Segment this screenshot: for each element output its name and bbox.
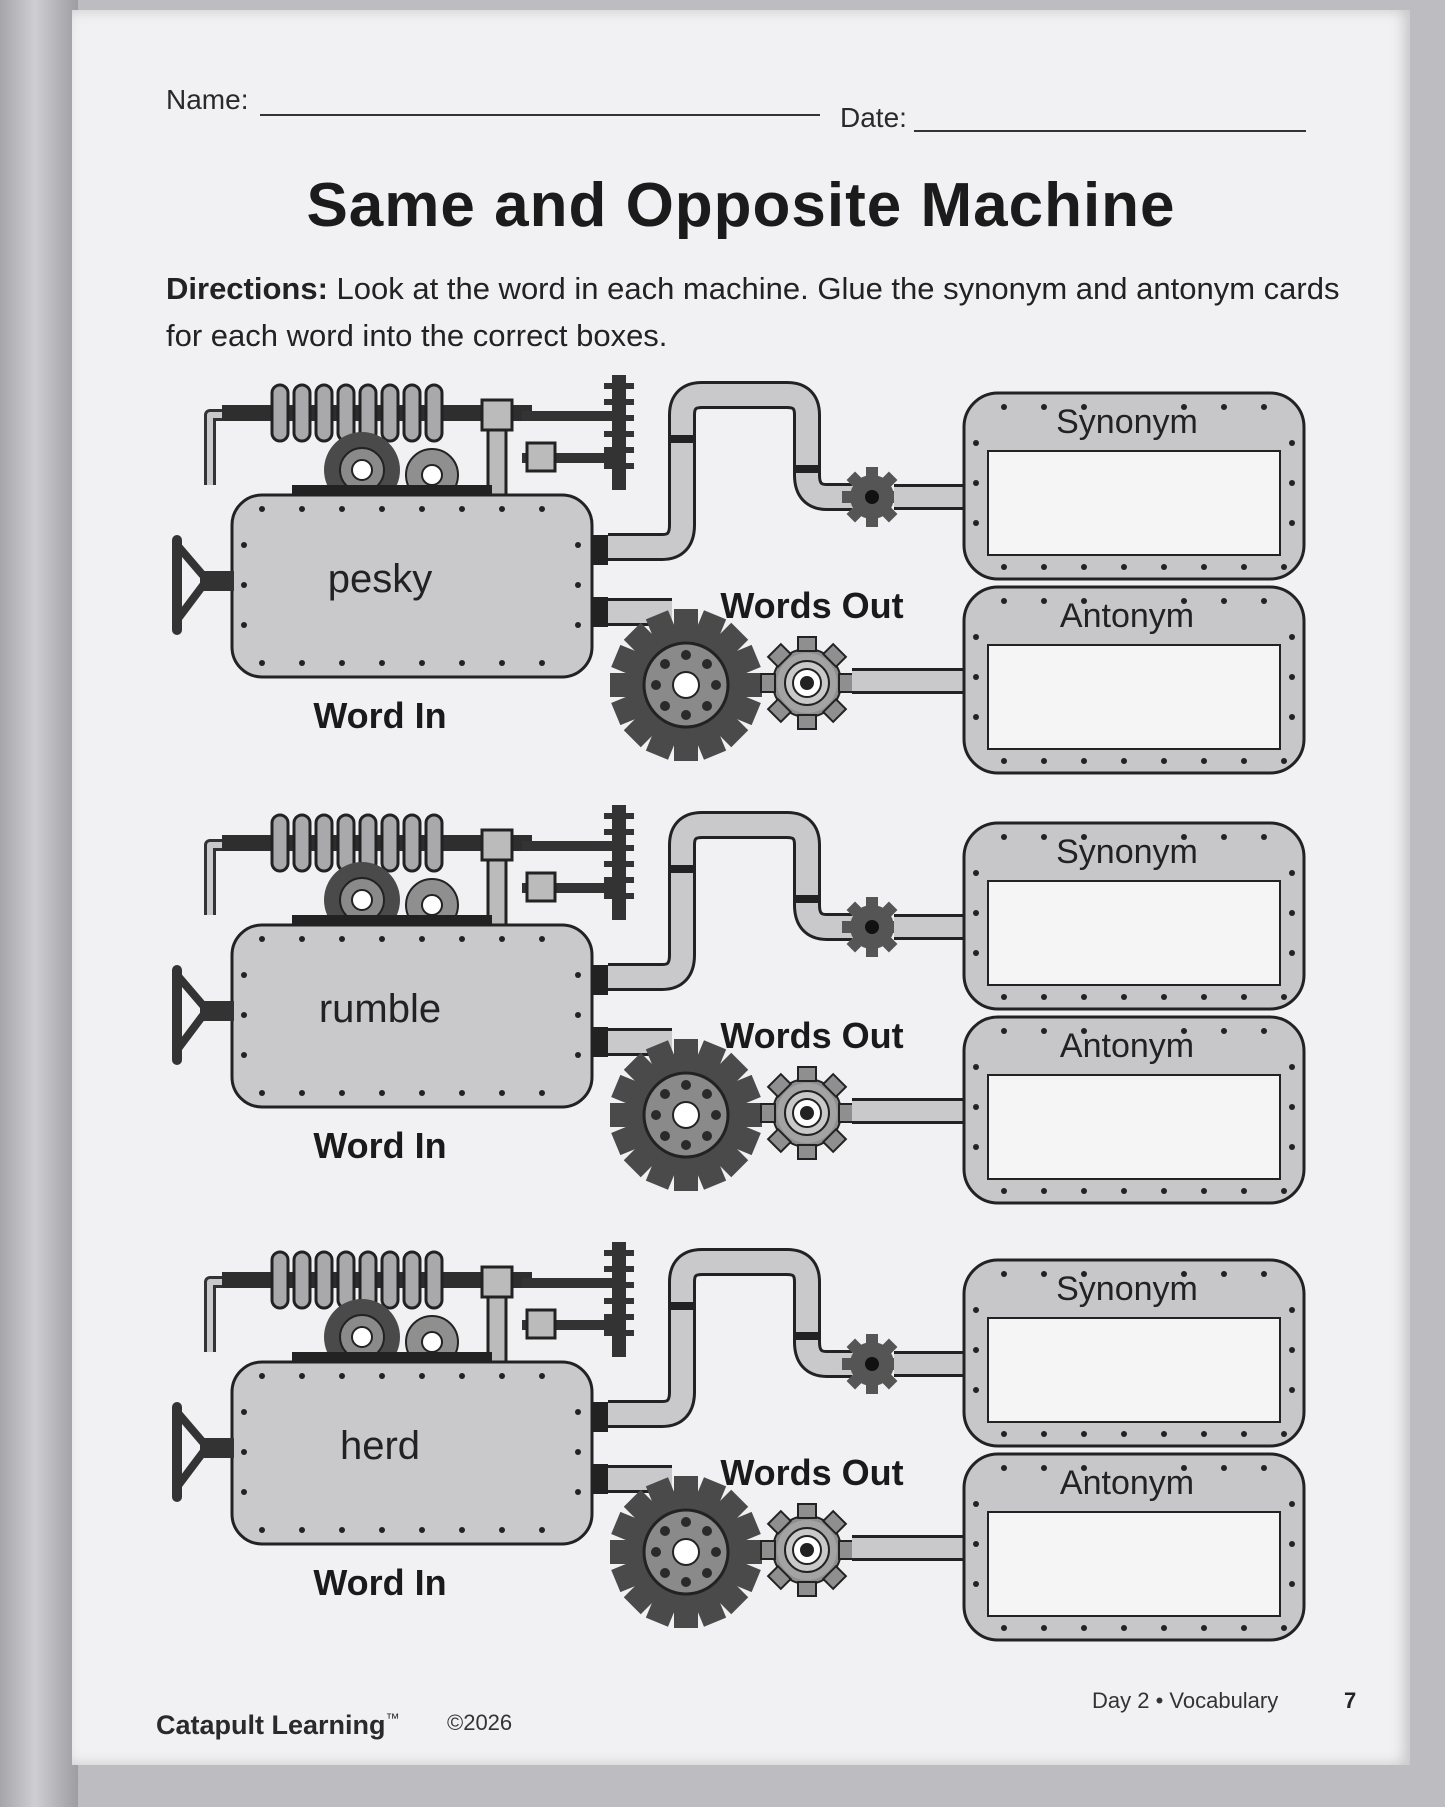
synonym-label: Synonym <box>1056 1270 1198 1308</box>
trademark-mark: ™ <box>385 1710 400 1726</box>
machine-2: rumble Word In Words Out Synonym Antonym <box>72 805 1410 1245</box>
date-line[interactable] <box>914 130 1306 132</box>
book-spine <box>0 0 78 1807</box>
directions: Directions: Look at the word in each mac… <box>166 265 1346 359</box>
section-label: Day 2 • Vocabulary <box>1092 1688 1279 1713</box>
page-number: 7 <box>1344 1688 1357 1713</box>
synonym-label: Synonym <box>1056 403 1198 441</box>
directions-text: Look at the word in each machine. Glue t… <box>166 271 1340 353</box>
synonym-glue-box[interactable] <box>990 1317 1272 1415</box>
antonym-glue-box[interactable] <box>990 645 1272 743</box>
machine-1: pesky Word In Words Out Synonym Antonym <box>72 375 1410 815</box>
antonym-label: Antonym <box>1059 597 1195 635</box>
date-label: Date: <box>840 102 907 133</box>
words-out-label: Words Out <box>720 585 904 626</box>
word-in-label: Word In <box>313 1562 447 1603</box>
page-title: Same and Opposite Machine <box>306 171 1176 240</box>
copyright: ©2026 <box>447 1710 513 1735</box>
words-out-label: Words Out <box>720 1015 904 1056</box>
worksheet-page: Name: Date: Same and Opposite Machine Di… <box>72 10 1410 1765</box>
word-in-value: rumble <box>318 987 442 1031</box>
antonym-glue-box[interactable] <box>990 1075 1272 1173</box>
antonym-label: Antonym <box>1059 1027 1195 1065</box>
antonym-label: Antonym <box>1059 1464 1195 1502</box>
synonym-glue-box[interactable] <box>990 450 1272 548</box>
brand-name: Catapult Learning <box>156 1710 386 1740</box>
synonym-label: Synonym <box>1056 833 1198 871</box>
antonym-glue-box[interactable] <box>990 1512 1272 1610</box>
synonym-glue-box[interactable] <box>990 880 1272 978</box>
word-in-value: pesky <box>327 557 433 601</box>
publisher-logo: Catapult Learning™ <box>156 1710 400 1741</box>
directions-label: Directions: <box>166 271 328 306</box>
word-in-label: Word In <box>313 1125 447 1166</box>
word-in-value: herd <box>339 1424 421 1468</box>
word-in-label: Word In <box>313 695 447 736</box>
name-line[interactable] <box>260 114 820 116</box>
machine-3: herd Word In Words Out Synonym Antonym <box>72 1242 1410 1682</box>
words-out-label: Words Out <box>720 1452 904 1493</box>
name-label: Name: <box>166 84 249 115</box>
